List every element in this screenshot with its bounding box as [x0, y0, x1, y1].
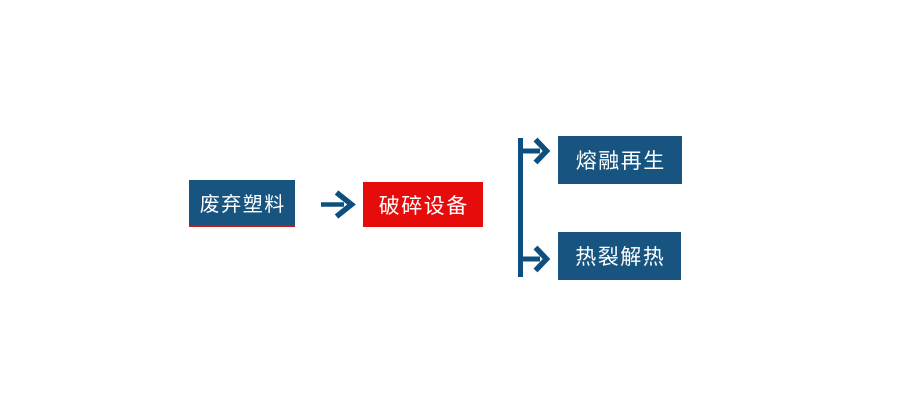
node-pyrolysis-heat-label: 热裂解热: [575, 246, 666, 269]
node-melt-regeneration-label: 熔融再生: [575, 150, 666, 173]
node-waste-plastic: 废弃塑料: [189, 180, 295, 227]
node-pyrolysis-heat: 热裂解热: [558, 232, 681, 280]
branch-arrow-bottom-icon: [521, 245, 551, 273]
node-crushing-equipment-label: 破碎设备: [378, 194, 469, 218]
node-melt-regeneration: 熔融再生: [558, 136, 682, 184]
node-crushing-equipment: 破碎设备: [363, 182, 483, 227]
arrow-right-icon: [321, 190, 356, 219]
branch-arrow-top-icon: [521, 137, 551, 165]
node-waste-plastic-label: 废弃塑料: [199, 194, 286, 216]
